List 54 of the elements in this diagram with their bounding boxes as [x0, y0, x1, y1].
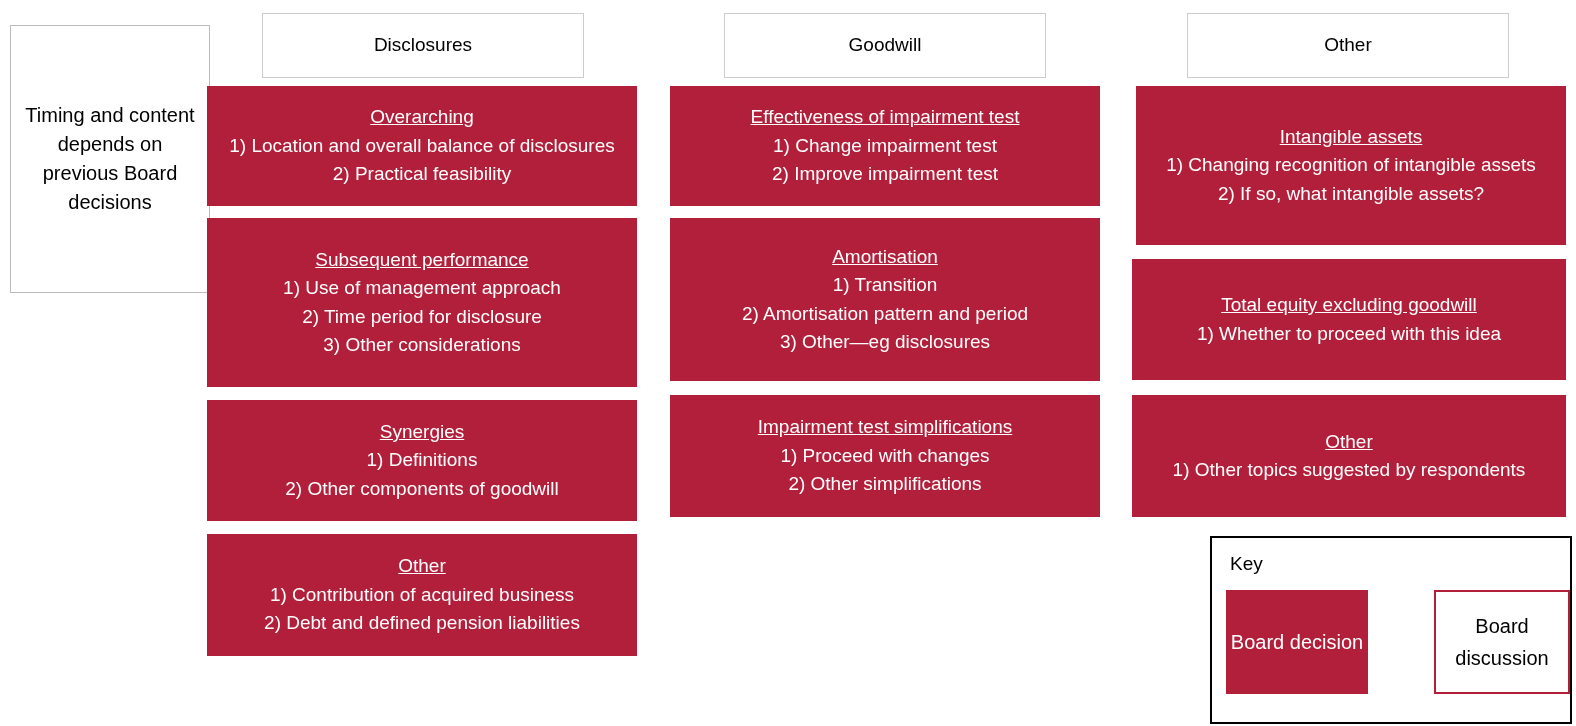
- key-swatch: [1226, 590, 1368, 694]
- box-label: Timing and content depends on previous Board decisions: [24, 103, 196, 215]
- list-item: 2) Other simplifications: [787, 472, 983, 497]
- key-swatch: [1434, 590, 1570, 694]
- decision-box: [1132, 395, 1566, 517]
- section-heading: Amortisation: [831, 244, 939, 269]
- decision-box: [670, 395, 1100, 517]
- list-item: 2) Debt and defined pension liabilities: [263, 611, 581, 636]
- column-header: [262, 13, 584, 78]
- box-label: Board decision: [1229, 630, 1365, 655]
- section-heading: Total equity excluding goodwill: [1220, 293, 1478, 317]
- section-heading: Subsequent performance: [314, 247, 530, 272]
- section-heading: Intangible assets: [1278, 124, 1424, 149]
- decision-box: [207, 86, 637, 206]
- decision-box: [1132, 259, 1566, 380]
- key-panel: [1210, 536, 1572, 724]
- list-item: 1) Changing recognition of intangible assets: [1165, 153, 1537, 178]
- list-item: 2) Practical feasibility: [331, 162, 513, 187]
- section-heading: Impairment test simplifications: [756, 415, 1014, 440]
- decision-box: [670, 86, 1100, 206]
- list-item: 1) Whether to proceed with this idea: [1195, 321, 1503, 346]
- list-item: 3) Other—eg disclosures: [778, 330, 992, 354]
- decision-box: [207, 400, 637, 521]
- list-item: 2) Time period for disclosure: [301, 304, 543, 329]
- section-heading: Overarching: [369, 105, 475, 130]
- list-item: 1) Other topics suggested by respondents: [1171, 458, 1527, 482]
- list-item: 1) Change impairment test: [772, 133, 998, 158]
- column-header: [1187, 13, 1509, 78]
- key-title: Key: [1230, 552, 1263, 576]
- note-box: [10, 25, 210, 293]
- list-item: 2) Amortisation pattern and period: [740, 301, 1030, 326]
- box-label: Goodwill: [847, 33, 923, 58]
- list-item: 1) Definitions: [365, 448, 479, 473]
- decision-box: [207, 218, 637, 387]
- list-item: 2) Improve impairment test: [771, 162, 999, 187]
- list-item: 2) Other components of goodwill: [284, 476, 560, 501]
- section-heading: Other: [397, 554, 447, 579]
- box-label: Board discussion: [1454, 614, 1550, 671]
- column-header: [724, 13, 1046, 78]
- list-item: 1) Proceed with changes: [779, 443, 991, 468]
- box-label: Disclosures: [372, 33, 474, 58]
- section-heading: Other: [1324, 429, 1374, 454]
- section-heading: Effectiveness of impairment test: [749, 105, 1021, 130]
- list-item: 1) Location and overall balance of disclosures: [228, 133, 616, 158]
- section-heading: Synergies: [378, 419, 466, 444]
- list-item: 1) Use of management approach: [282, 276, 562, 300]
- decision-box: [207, 534, 637, 656]
- decision-box: [670, 218, 1100, 381]
- box-label: Other: [1323, 33, 1373, 58]
- list-item: 3) Other considerations: [322, 333, 522, 357]
- decision-box: [1136, 86, 1566, 245]
- list-item: 1) Transition: [831, 273, 939, 297]
- list-item: 1) Contribution of acquired business: [268, 582, 576, 607]
- list-item: 2) If so, what intangible assets?: [1216, 181, 1486, 206]
